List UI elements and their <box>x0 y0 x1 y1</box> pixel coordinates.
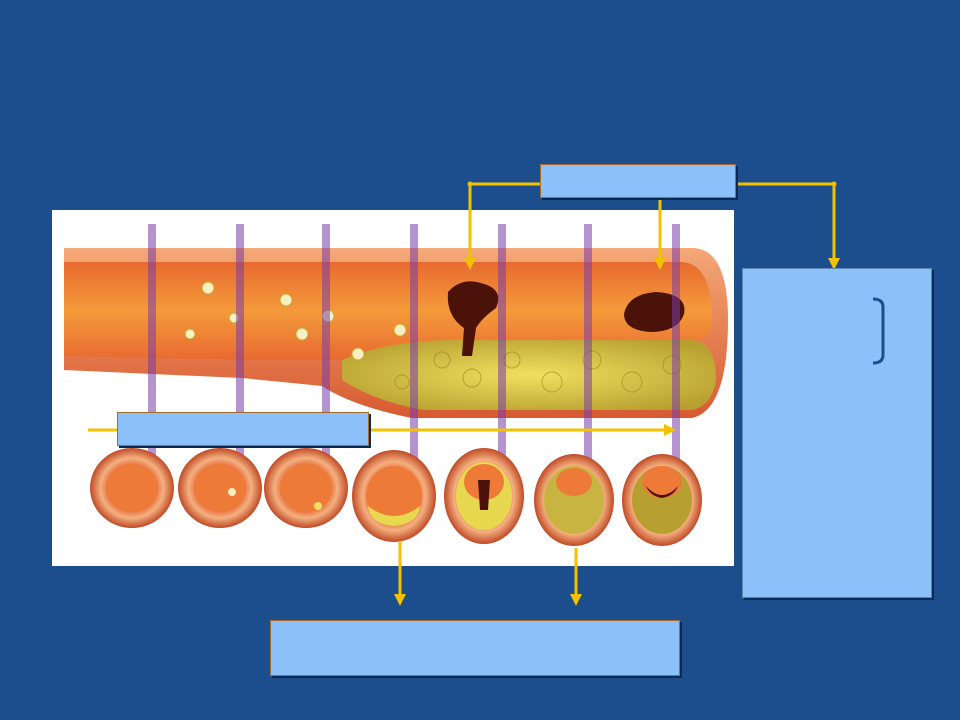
stage-dividers <box>148 224 680 460</box>
top-label-box <box>540 164 736 198</box>
cross-sections <box>90 448 702 546</box>
plaque-deposit <box>342 339 716 410</box>
cross-section-1 <box>90 448 174 528</box>
bottom-label-box <box>270 620 680 676</box>
artery-lumen <box>64 262 712 360</box>
progression-label-box <box>117 412 369 446</box>
side-label-box <box>742 268 932 598</box>
right-bracket-icon <box>872 297 885 365</box>
atherosclerosis-illustration <box>52 210 734 566</box>
cross-section-2 <box>178 448 262 528</box>
cross-section-4 <box>352 450 436 542</box>
arrow-down-icon <box>394 594 406 606</box>
occlusive-thrombus <box>624 292 685 332</box>
cross-section-3 <box>264 448 348 528</box>
rupture-thrombus <box>447 281 499 356</box>
cross-section-5 <box>444 448 524 544</box>
arrow-down-icon <box>570 594 582 606</box>
cross-section-7 <box>622 454 702 546</box>
arrow-right-connector <box>734 182 836 258</box>
cross-section-6 <box>534 454 614 546</box>
artery-progression-figure <box>64 224 728 546</box>
